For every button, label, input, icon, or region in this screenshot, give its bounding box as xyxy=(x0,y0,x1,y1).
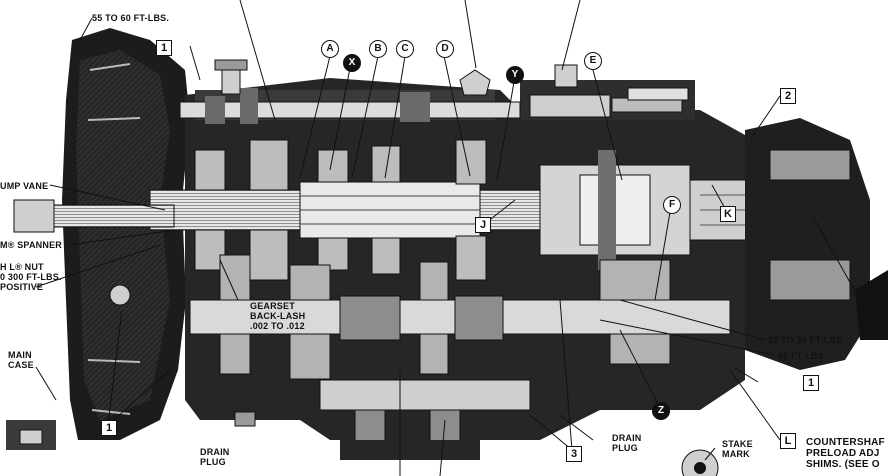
stake-mark-line1: STAKE xyxy=(722,439,753,449)
callout-circle-E: E xyxy=(584,52,602,70)
torque-label-30-35: 30 TO 35 FT-LBS. xyxy=(768,335,846,345)
countershaft-label-line3: SHIMS. (SEE O xyxy=(806,459,880,470)
callout-circle-B: B xyxy=(369,40,387,58)
callout-circle-C: C xyxy=(396,40,414,58)
nut-label-line1: H L® NUT xyxy=(0,262,44,272)
gearset-label-line1: GEARSET xyxy=(250,301,295,311)
torque-label-50: 50 FT LBS. xyxy=(778,351,827,361)
callout-circle-F: F xyxy=(663,196,681,214)
callout-box-2: 2 xyxy=(780,88,796,104)
leader-lines xyxy=(35,0,861,476)
nut-label-line2: 0 300 FT-LBS. xyxy=(0,272,62,282)
countershaft-label-line2: PRELOAD ADJ xyxy=(806,448,880,459)
countershaft-label-line1: COUNTERSHAF xyxy=(806,437,885,448)
callout-box-1-bottom-left: 1 xyxy=(101,420,117,436)
drain-plug-right-line1: DRAIN xyxy=(612,433,642,443)
drain-plug-left-line1: DRAIN xyxy=(200,447,230,457)
callout-box-1-top: 1 xyxy=(156,40,172,56)
stake-mark-line2: MARK xyxy=(722,449,750,459)
drain-plug-right-line2: PLUG xyxy=(612,443,638,453)
pump-vane-label: UMP VANE xyxy=(0,181,49,191)
callout-circle-Z: Z xyxy=(652,402,670,420)
callout-box-3: 3 xyxy=(566,446,582,462)
callout-circle-D: D xyxy=(436,40,454,58)
main-case-label-line1: MAIN xyxy=(8,350,32,360)
callout-box-L: L xyxy=(780,433,796,449)
nut-label-line3: POSITIVE xyxy=(0,282,44,292)
gearset-label-line3: .002 TO .012 xyxy=(250,321,305,331)
callout-box-K: K xyxy=(720,206,736,222)
drain-plug-left-line2: PLUG xyxy=(200,457,226,467)
gearset-label-line2: BACK-LASH xyxy=(250,311,306,321)
torque-label-55-60: 55 TO 60 FT-LBS. xyxy=(92,13,170,23)
callout-circle-A: A xyxy=(321,40,339,58)
callout-box-1-right: 1 xyxy=(803,375,819,391)
callout-box-J: J xyxy=(475,217,491,233)
spanner-label: M® SPANNER xyxy=(0,240,62,250)
mainshaft-gears xyxy=(194,139,487,281)
rear-housing xyxy=(745,118,870,370)
main-case-label-line2: CASE xyxy=(8,360,34,370)
callout-circle-X: X xyxy=(343,54,361,72)
callout-circle-Y: Y xyxy=(506,66,524,84)
